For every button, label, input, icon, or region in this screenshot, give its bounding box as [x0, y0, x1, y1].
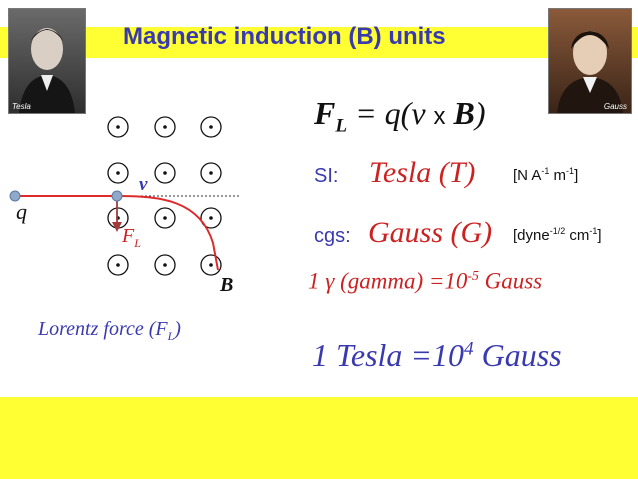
force-label: FL	[122, 225, 141, 250]
field-dot	[200, 116, 222, 138]
cgs-system-label: cgs:	[314, 225, 351, 247]
field-label: B	[220, 274, 234, 296]
lorentz-equation: FL = q(v x B)	[314, 95, 486, 137]
si-unit: Tesla (T)	[369, 156, 476, 189]
particle-trajectory	[14, 195, 219, 271]
force-arrowhead	[112, 222, 122, 232]
gauss-caption: Gauss	[603, 102, 627, 111]
tesla-gauss-conversion: 1 Tesla =104 Gauss	[312, 337, 562, 373]
si-dimensions: [N A-1 m-1]	[513, 166, 579, 184]
field-dot	[107, 116, 129, 138]
field-dot	[200, 162, 222, 184]
gauss-portrait: Gauss	[548, 8, 632, 114]
start-particle	[9, 190, 21, 202]
title-band	[0, 27, 638, 58]
field-dot	[154, 162, 176, 184]
footer-band	[0, 397, 638, 479]
field-dot	[154, 116, 176, 138]
field-dot	[107, 254, 129, 276]
charge-label: q	[16, 199, 27, 224]
cgs-dimensions: [dyne-1/2 cm-1]	[513, 226, 602, 244]
field-dot	[154, 254, 176, 276]
field-dot	[200, 207, 222, 229]
field-dot	[154, 207, 176, 229]
si-system-label: SI:	[314, 165, 339, 187]
lorentz-force-caption: Lorentz force (FL)	[38, 318, 181, 343]
field-dot	[107, 162, 129, 184]
moving-particle	[111, 190, 123, 202]
tesla-portrait: Tesla	[8, 8, 86, 114]
gamma-definition: 1 γ (gamma) =10-5 Gauss	[308, 268, 543, 294]
velocity-label: v	[139, 174, 148, 195]
cgs-unit: Gauss (G)	[368, 216, 493, 249]
field-dots-grid	[107, 116, 222, 276]
slide-title: Magnetic induction (B) units	[123, 23, 446, 50]
tesla-caption: Tesla	[12, 102, 31, 111]
